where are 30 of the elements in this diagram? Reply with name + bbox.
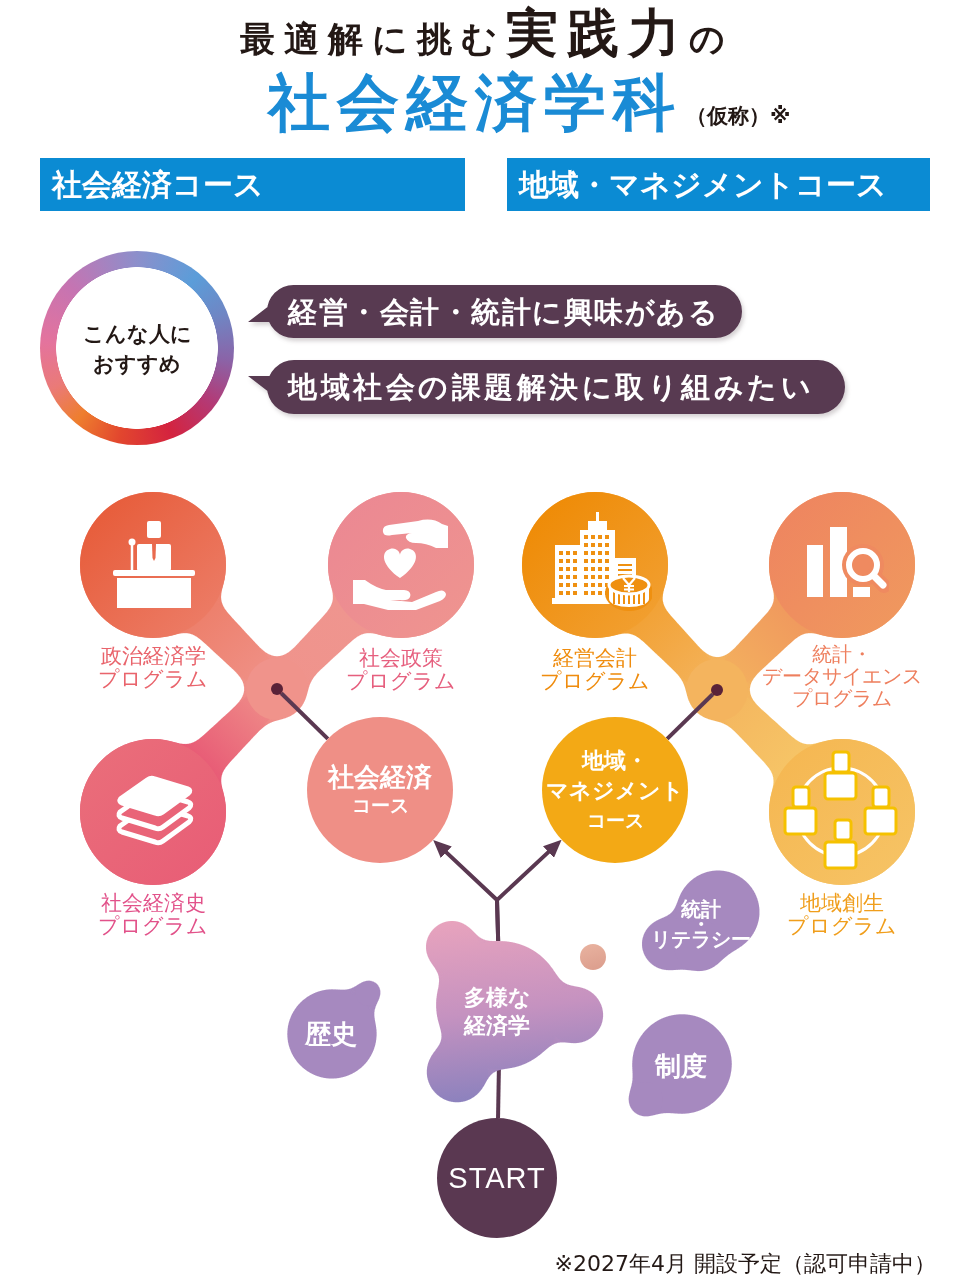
course-subtitle: コース — [351, 793, 409, 818]
bubble-text: 経営・会計・統計に興味がある — [288, 293, 719, 331]
program-label: 政治経済学プログラム — [98, 645, 208, 691]
course-title: 地域・マネジメント — [546, 747, 684, 805]
blob-label: 制度 — [655, 1051, 707, 1081]
tagline: 最適解に挑む実践力の — [240, 2, 734, 65]
course-subtitle: コース — [586, 808, 644, 833]
blob-label: 歴史 — [305, 1019, 357, 1049]
header-bar — [507, 158, 930, 211]
title-note: （仮称）※ — [686, 103, 791, 130]
header-title: 地域・マネジメントコース — [519, 165, 887, 204]
start-label: START — [448, 1161, 546, 1195]
footnote: ※2027年4月 開設予定（認可申請中） — [554, 1250, 936, 1278]
blob-label: 統計・リテラシー — [651, 901, 751, 947]
header-title: 社会経済コース — [52, 165, 264, 204]
course-title: 社会経済 — [328, 762, 432, 792]
connector-line — [279, 691, 330, 741]
connector-line — [665, 692, 715, 741]
bubble-text: 地域社会の課題解決に取り組みたい — [288, 369, 814, 406]
recommend-text: こんな人におすすめ — [82, 321, 192, 378]
connector-line — [496, 1068, 501, 1119]
blob-label: 多様な経済学 — [463, 984, 531, 1040]
program-label: 社会経済史プログラム — [98, 892, 208, 938]
program-label: 統計・データサイエンスプログラム — [762, 643, 922, 709]
program-label: 地域創生プログラム — [787, 892, 897, 938]
diagram-title: 社会経済学科 — [268, 65, 682, 141]
arrow — [494, 839, 562, 942]
header-bar — [40, 158, 465, 211]
program-label: 社会政策プログラム — [346, 647, 456, 693]
program-label: 経営会計プログラム — [540, 647, 650, 693]
